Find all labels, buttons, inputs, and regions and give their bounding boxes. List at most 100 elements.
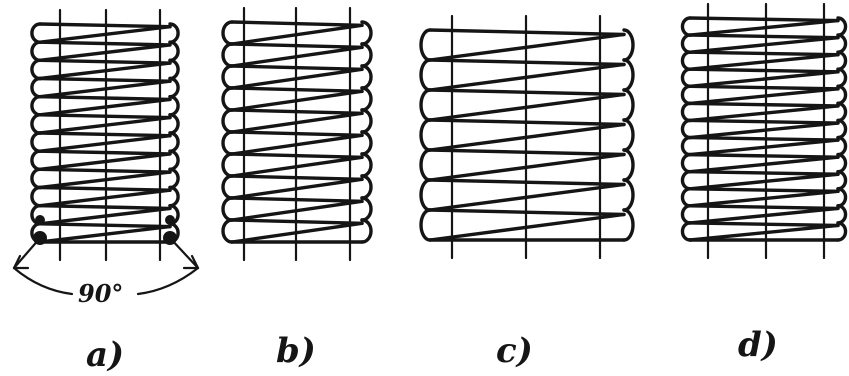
coil-front-d-7 <box>688 138 840 157</box>
coil-back-b-2 <box>230 64 364 72</box>
coil-loop-left-a-8 <box>30 167 42 190</box>
coil-loop-left-b-5 <box>221 130 234 156</box>
coil-front-d-12 <box>688 223 840 242</box>
coil-front-c-4 <box>428 152 626 182</box>
coil-front-a-4 <box>38 97 172 117</box>
coil-back-d-8 <box>688 152 840 159</box>
coil-back-b-9 <box>230 218 364 226</box>
coil-back-c-0 <box>428 28 626 37</box>
coil-front-a-1 <box>38 43 172 63</box>
coil-back-a-0 <box>38 22 172 29</box>
coil-back-a-3 <box>38 76 172 83</box>
coil-loop-left-a-0 <box>30 22 42 44</box>
coil-back-a-8 <box>38 167 172 174</box>
coil-loop-left-a-1 <box>30 40 42 63</box>
coil-back-a-7 <box>38 149 172 156</box>
ground-end-dot-upper-a-0 <box>35 215 45 225</box>
coil-loop-right-b-9 <box>360 218 373 244</box>
coil-front-b-0 <box>230 23 364 46</box>
coil-front-b-9 <box>230 221 364 244</box>
angle-label: 90° <box>78 279 123 308</box>
angle-arc-left <box>12 266 74 296</box>
coil-front-a-3 <box>38 79 172 99</box>
coil-loop-left-d-7 <box>680 135 692 157</box>
coil-loop-left-d-5 <box>680 101 692 123</box>
coil-back-d-10 <box>688 187 840 194</box>
ground-end-dot-upper-a-1 <box>165 215 175 225</box>
coil-front-b-8 <box>230 199 364 222</box>
angle-leg-right <box>168 236 200 270</box>
coil-front-d-3 <box>688 70 840 89</box>
angle-arc-right <box>136 266 200 296</box>
coil-loop-left-a-2 <box>30 58 42 81</box>
coil-back-a-5 <box>38 113 172 120</box>
coil-front-d-6 <box>688 121 840 140</box>
coil-front-d-9 <box>688 172 840 191</box>
spring-panel-a <box>30 8 180 262</box>
spring-panel-d <box>680 2 848 260</box>
coil-loop-right-c-4 <box>622 148 635 182</box>
coil-back-b-4 <box>230 108 364 116</box>
caption-d: d) <box>738 325 778 365</box>
coil-loop-left-a-6 <box>30 131 42 153</box>
coil-front-b-3 <box>230 89 364 112</box>
coil-front-d-8 <box>688 155 840 174</box>
coil-loop-left-d-12 <box>680 221 692 242</box>
coil-loop-left-b-8 <box>221 196 234 222</box>
coil-loop-left-d-10 <box>680 187 692 208</box>
spring-panel-b <box>221 6 373 262</box>
coil-loop-right-c-3 <box>622 118 635 152</box>
coil-front-a-0 <box>38 25 172 44</box>
coil-back-d-0 <box>688 16 840 23</box>
coil-back-a-11 <box>38 222 172 229</box>
coil-front-d-1 <box>688 35 840 54</box>
coil-back-b-6 <box>230 152 364 160</box>
coil-loop-left-a-3 <box>30 76 42 99</box>
caption-a: a) <box>86 335 124 375</box>
spring-panel-c <box>419 14 635 260</box>
coil-loop-left-b-3 <box>221 86 234 112</box>
coil-front-d-11 <box>688 206 840 225</box>
coil-loop-left-a-5 <box>30 113 42 135</box>
angle-marker: 90° <box>12 236 200 308</box>
coil-front-b-7 <box>230 177 364 200</box>
coil-front-a-7 <box>38 152 172 172</box>
coil-front-d-5 <box>688 104 840 123</box>
coil-back-b-3 <box>230 86 364 94</box>
coil-loop-left-d-9 <box>680 169 692 191</box>
coil-front-b-4 <box>230 111 364 134</box>
coil-loop-left-b-4 <box>221 108 234 134</box>
coil-loop-left-a-7 <box>30 149 42 172</box>
coil-loop-left-d-0 <box>680 16 692 37</box>
coil-front-a-10 <box>38 206 172 226</box>
coil-front-a-5 <box>38 115 172 135</box>
coil-loop-right-c-5 <box>622 178 635 212</box>
coil-loop-left-c-3 <box>419 118 432 152</box>
coil-loop-left-b-7 <box>221 174 234 200</box>
coil-front-a-8 <box>38 170 172 190</box>
coil-loop-right-d-12 <box>836 221 848 242</box>
coil-back-d-3 <box>688 67 840 74</box>
coil-front-a-11 <box>38 224 172 244</box>
coil-front-d-10 <box>688 189 840 208</box>
coil-back-a-6 <box>38 131 172 138</box>
coil-loop-left-b-0 <box>221 20 234 46</box>
coil-front-a-9 <box>38 188 172 208</box>
coil-loop-right-c-0 <box>622 28 635 62</box>
coil-back-b-8 <box>230 196 364 204</box>
coil-back-d-1 <box>688 33 840 40</box>
coil-loop-left-b-2 <box>221 64 234 90</box>
coil-loop-right-c-1 <box>622 58 635 92</box>
coil-back-a-4 <box>38 94 172 102</box>
coil-loop-left-c-0 <box>419 28 432 62</box>
coil-back-d-12 <box>688 221 840 228</box>
coil-back-a-2 <box>38 58 172 65</box>
coil-back-b-1 <box>230 42 364 49</box>
coil-front-d-2 <box>688 53 840 71</box>
coil-front-b-2 <box>230 67 364 90</box>
coil-back-c-2 <box>428 88 626 97</box>
coil-loop-left-d-3 <box>680 67 692 89</box>
coil-front-c-3 <box>428 122 626 152</box>
coil-back-a-1 <box>38 40 172 47</box>
coil-front-c-2 <box>428 92 626 122</box>
